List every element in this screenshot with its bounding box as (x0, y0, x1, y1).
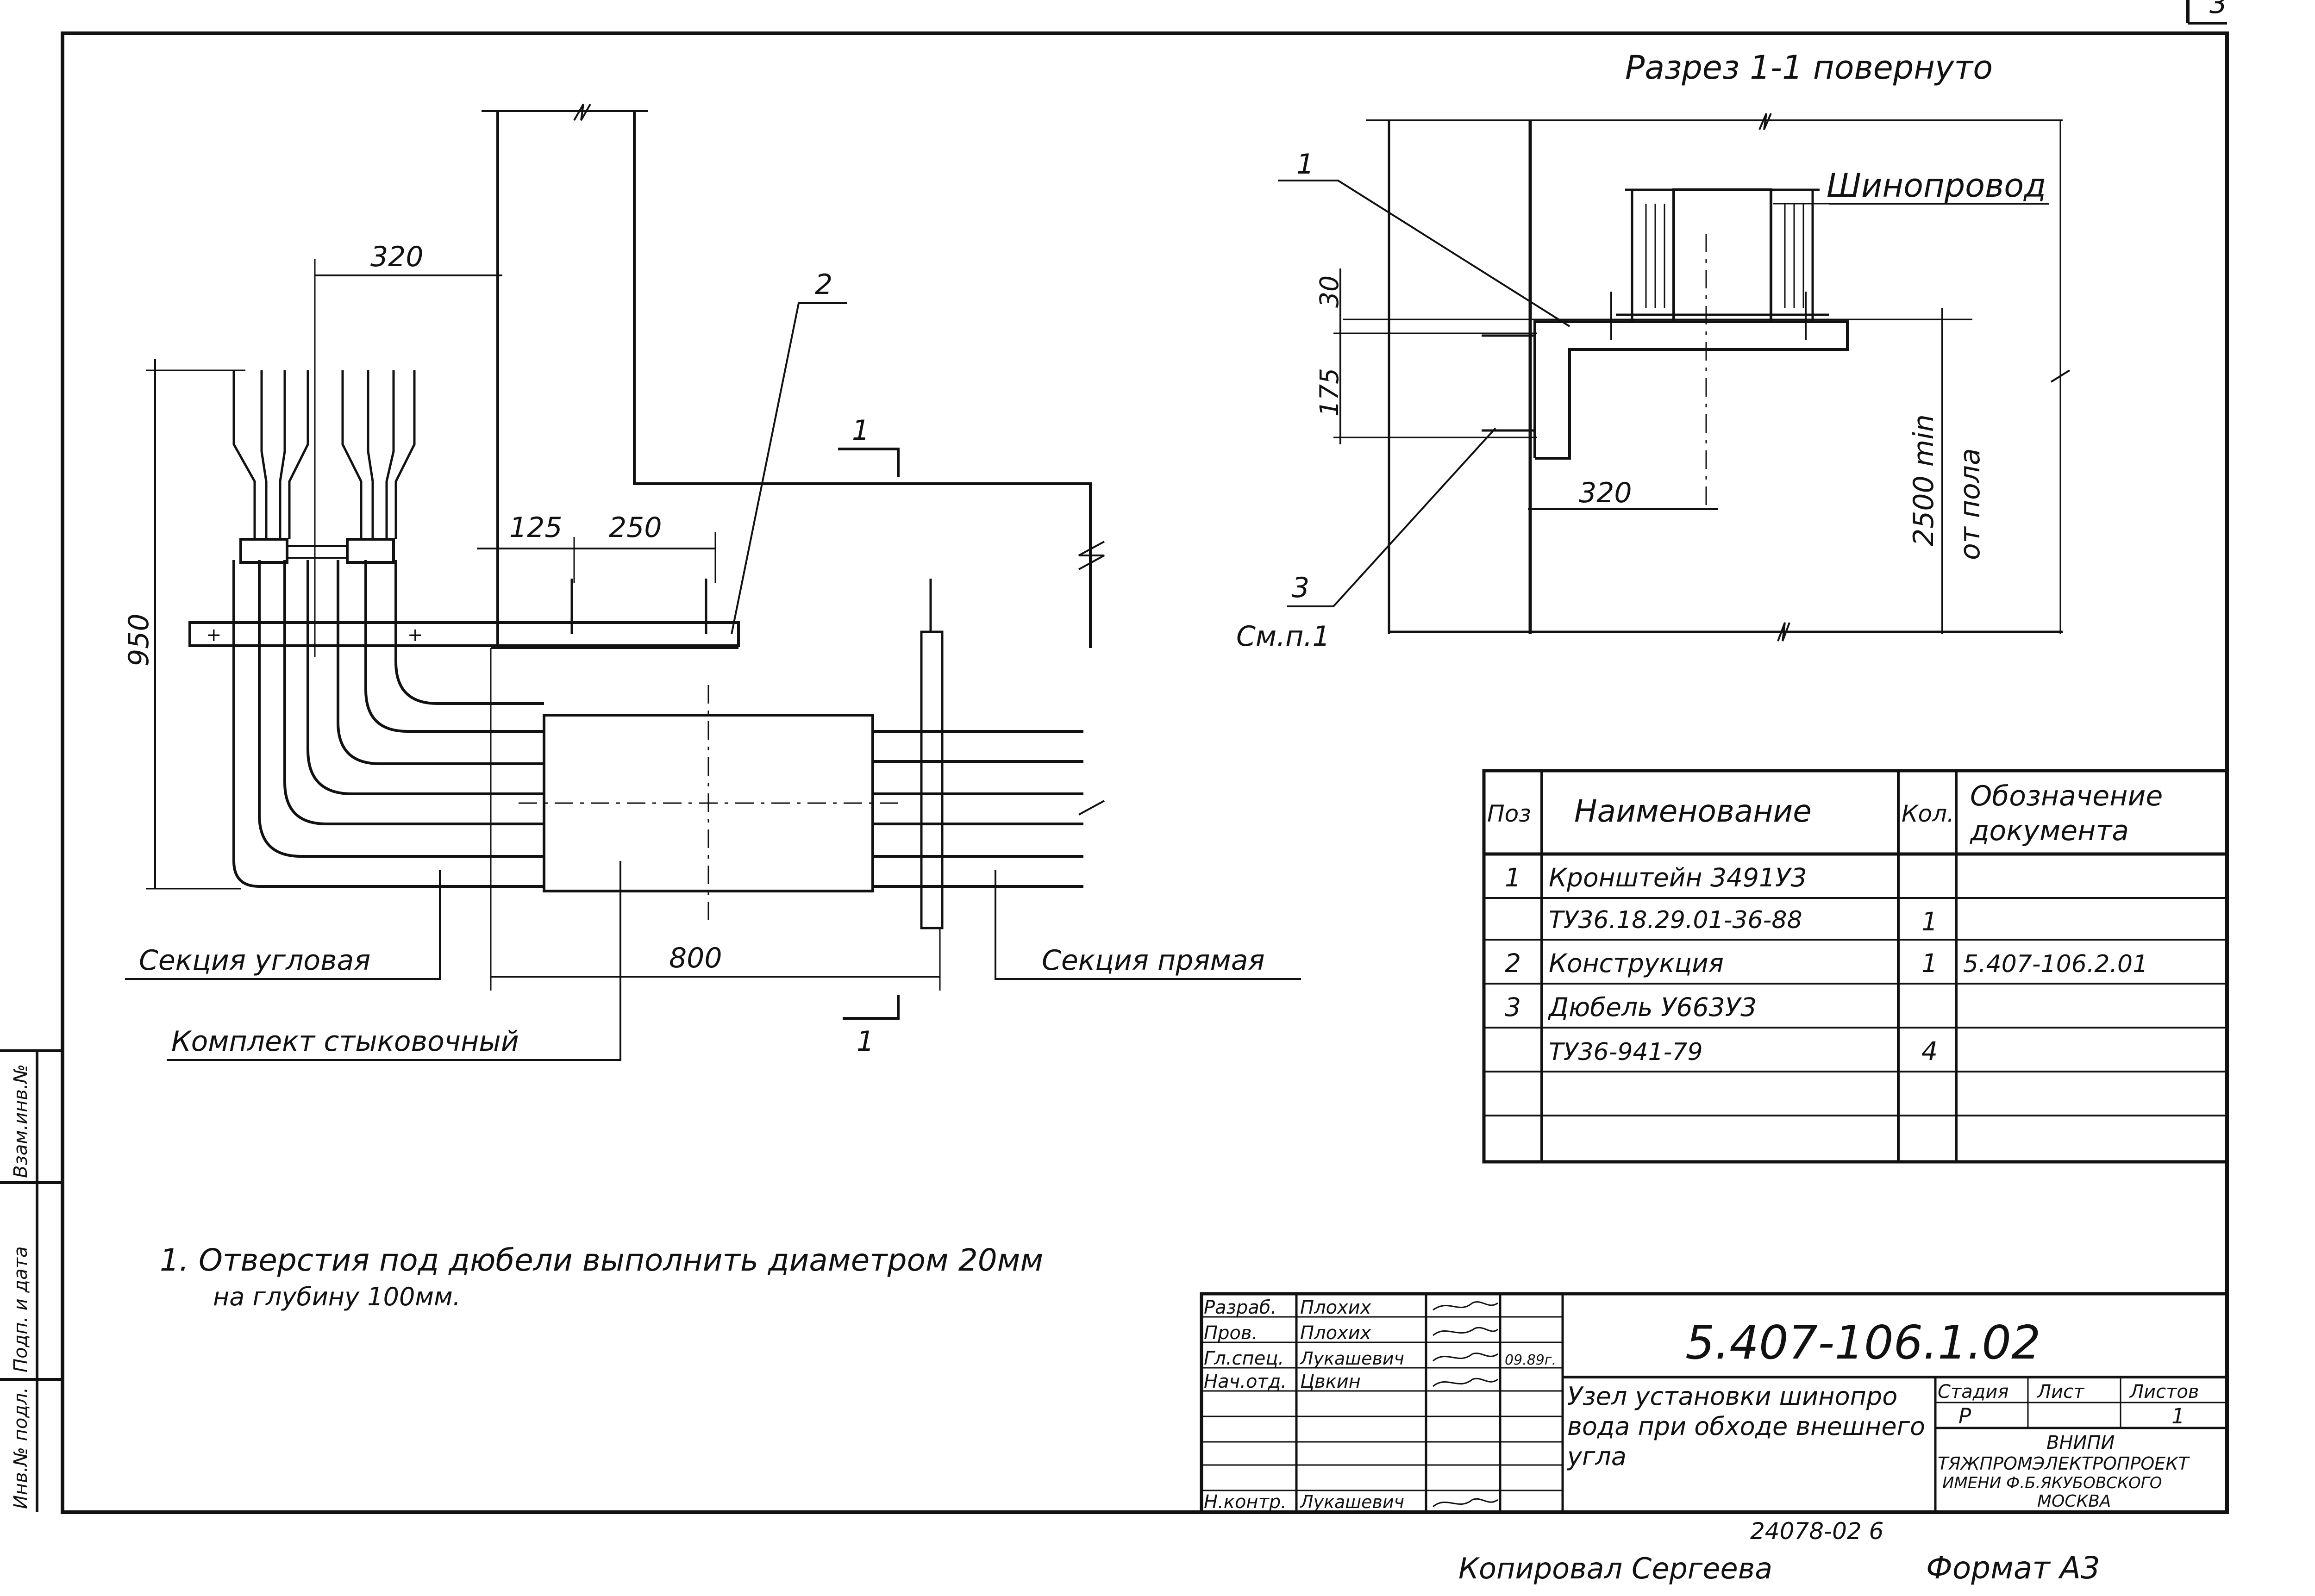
cell-doc: 5.407-106.2.01 (1963, 950, 2148, 978)
title-line-2: вода при обходе внешнего (1567, 1412, 1925, 1441)
cell-name: Конструкция (1549, 948, 1724, 978)
callout-2: 2 (815, 268, 832, 301)
dim-250: 250 (609, 511, 662, 544)
th-qty: Кол. (1902, 800, 1954, 827)
spec-table: Поз Наименование Кол. Обозначение докуме… (1482, 769, 2229, 1164)
sheets-header: Листов (2129, 1381, 2199, 1403)
side-label-signature: Подп. и дата (10, 1247, 31, 1372)
side-label-inventory: Инв.№ подл. (10, 1387, 31, 1509)
side-label-replace: Взам.инв.№ (10, 1064, 31, 1178)
dim-125: 125 (509, 511, 563, 544)
busbar-label: Шинопровод (1827, 167, 2046, 205)
dim-800: 800 (669, 942, 722, 974)
stage-header: Стадия (1938, 1381, 2008, 1403)
cell-qty: 4 (1921, 1036, 1938, 1066)
cell-name: ТУ36.18.29.01-36-88 (1549, 906, 1802, 934)
cell-pos: 3 (1505, 992, 1521, 1022)
dim-950: 950 (123, 613, 155, 667)
callout-3: 3 (1292, 572, 1309, 604)
th-pos: Поз (1487, 800, 1531, 827)
stamp-text: 24078-02 6 (1750, 1518, 1883, 1545)
sheet-number: 3 (2209, 0, 2227, 20)
title-block: Разраб. Плохих Пров. Плохих Гл.спец. Лук… (1200, 1292, 2229, 1514)
org-line-4: МОСКВА (2037, 1492, 2111, 1511)
cut-mark-bottom: 1 (857, 1025, 874, 1058)
tb-name: Лукашевич (1299, 1492, 1404, 1512)
th-doc-1: Обозначение (1970, 780, 2163, 812)
cell-pos: 1 (1505, 863, 1521, 892)
plan-view: + + (123, 104, 1301, 1061)
see-note: См.п.1 (1236, 620, 1330, 653)
label-joint-kit: Комплект стыковочный (171, 1025, 519, 1058)
dim-320-section: 320 (1579, 477, 1632, 509)
note-line-2: на глубину 100мм. (213, 1282, 461, 1311)
th-name: Наименование (1574, 793, 1812, 829)
dim-30: 30 (1314, 275, 1344, 308)
tb-role: Нач.отд. (1204, 1371, 1287, 1392)
tb-name: Плохих (1300, 1297, 1371, 1318)
org-line-1: ВНИПИ (2046, 1432, 2115, 1453)
sheets-value: 1 (2171, 1404, 2185, 1428)
section-view: Разрез 1-1 повернуто 30 1 (1236, 49, 2071, 653)
tb-date: 09.89г. (1505, 1352, 1556, 1368)
tb-role: Разраб. (1204, 1297, 1276, 1318)
stage-value: Р (1958, 1404, 1971, 1428)
corner-section (232, 370, 544, 888)
straight-section (873, 579, 1083, 929)
section-title: Разрез 1-1 повернуто (1625, 49, 1993, 87)
note-line-1: 1. Отверстия под дюбели выполнить диамет… (160, 1242, 1043, 1278)
callout-1: 1 (1296, 148, 1314, 181)
cell-qty: 1 (1921, 907, 1938, 936)
cell-qty: 1 (1921, 948, 1938, 978)
th-doc-2: документа (1970, 815, 2129, 847)
tb-role: Пров. (1204, 1322, 1258, 1344)
tb-role: Гл.спец. (1204, 1348, 1284, 1369)
svg-text:+: + (407, 624, 423, 646)
org-line-2: ТЯЖПРОМЭЛЕКТРОПРОЕКТ (1938, 1453, 2190, 1474)
sheet-header: Лист (2036, 1381, 2085, 1403)
tb-name: Лукашевич (1299, 1348, 1404, 1369)
notes: 1. Отверстия под дюбели выполнить диамет… (160, 1242, 1043, 1311)
label-corner-section: Секция угловая (139, 944, 370, 977)
label-straight-section: Секция прямая (1042, 944, 1265, 977)
busbar (1672, 188, 1772, 323)
tb-name: Плохих (1300, 1322, 1371, 1344)
cell-name: Дюбель У663У3 (1547, 992, 1757, 1022)
drawing-code: 5.407-106.1.02 (1685, 1315, 2041, 1370)
cut-mark-top: 1 (852, 414, 870, 447)
format-label: Формат А3 (1926, 1550, 2100, 1586)
cell-name: Кронштейн 3491У3 (1549, 863, 1807, 892)
org-line-3: ИМЕНИ Ф.Б.ЯКУБОВСКОГО (1942, 1474, 2162, 1492)
height-value: 2500 min (1908, 414, 1940, 546)
dim-320-plan: 320 (370, 241, 424, 273)
tb-role: Н.контр. (1204, 1491, 1287, 1513)
copied-by: Копировал Сергеева (1458, 1552, 1772, 1585)
height-note: от пола (1954, 448, 1986, 560)
title-line-3: угла (1566, 1442, 1627, 1471)
tb-name: Цвкин (1300, 1371, 1361, 1392)
cell-name: ТУ36-941-79 (1549, 1038, 1703, 1066)
cell-pos: 2 (1505, 948, 1521, 978)
title-line-1: Узел установки шинопро (1567, 1382, 1897, 1411)
svg-text:+: + (206, 624, 222, 646)
dim-175: 175 (1314, 368, 1344, 417)
